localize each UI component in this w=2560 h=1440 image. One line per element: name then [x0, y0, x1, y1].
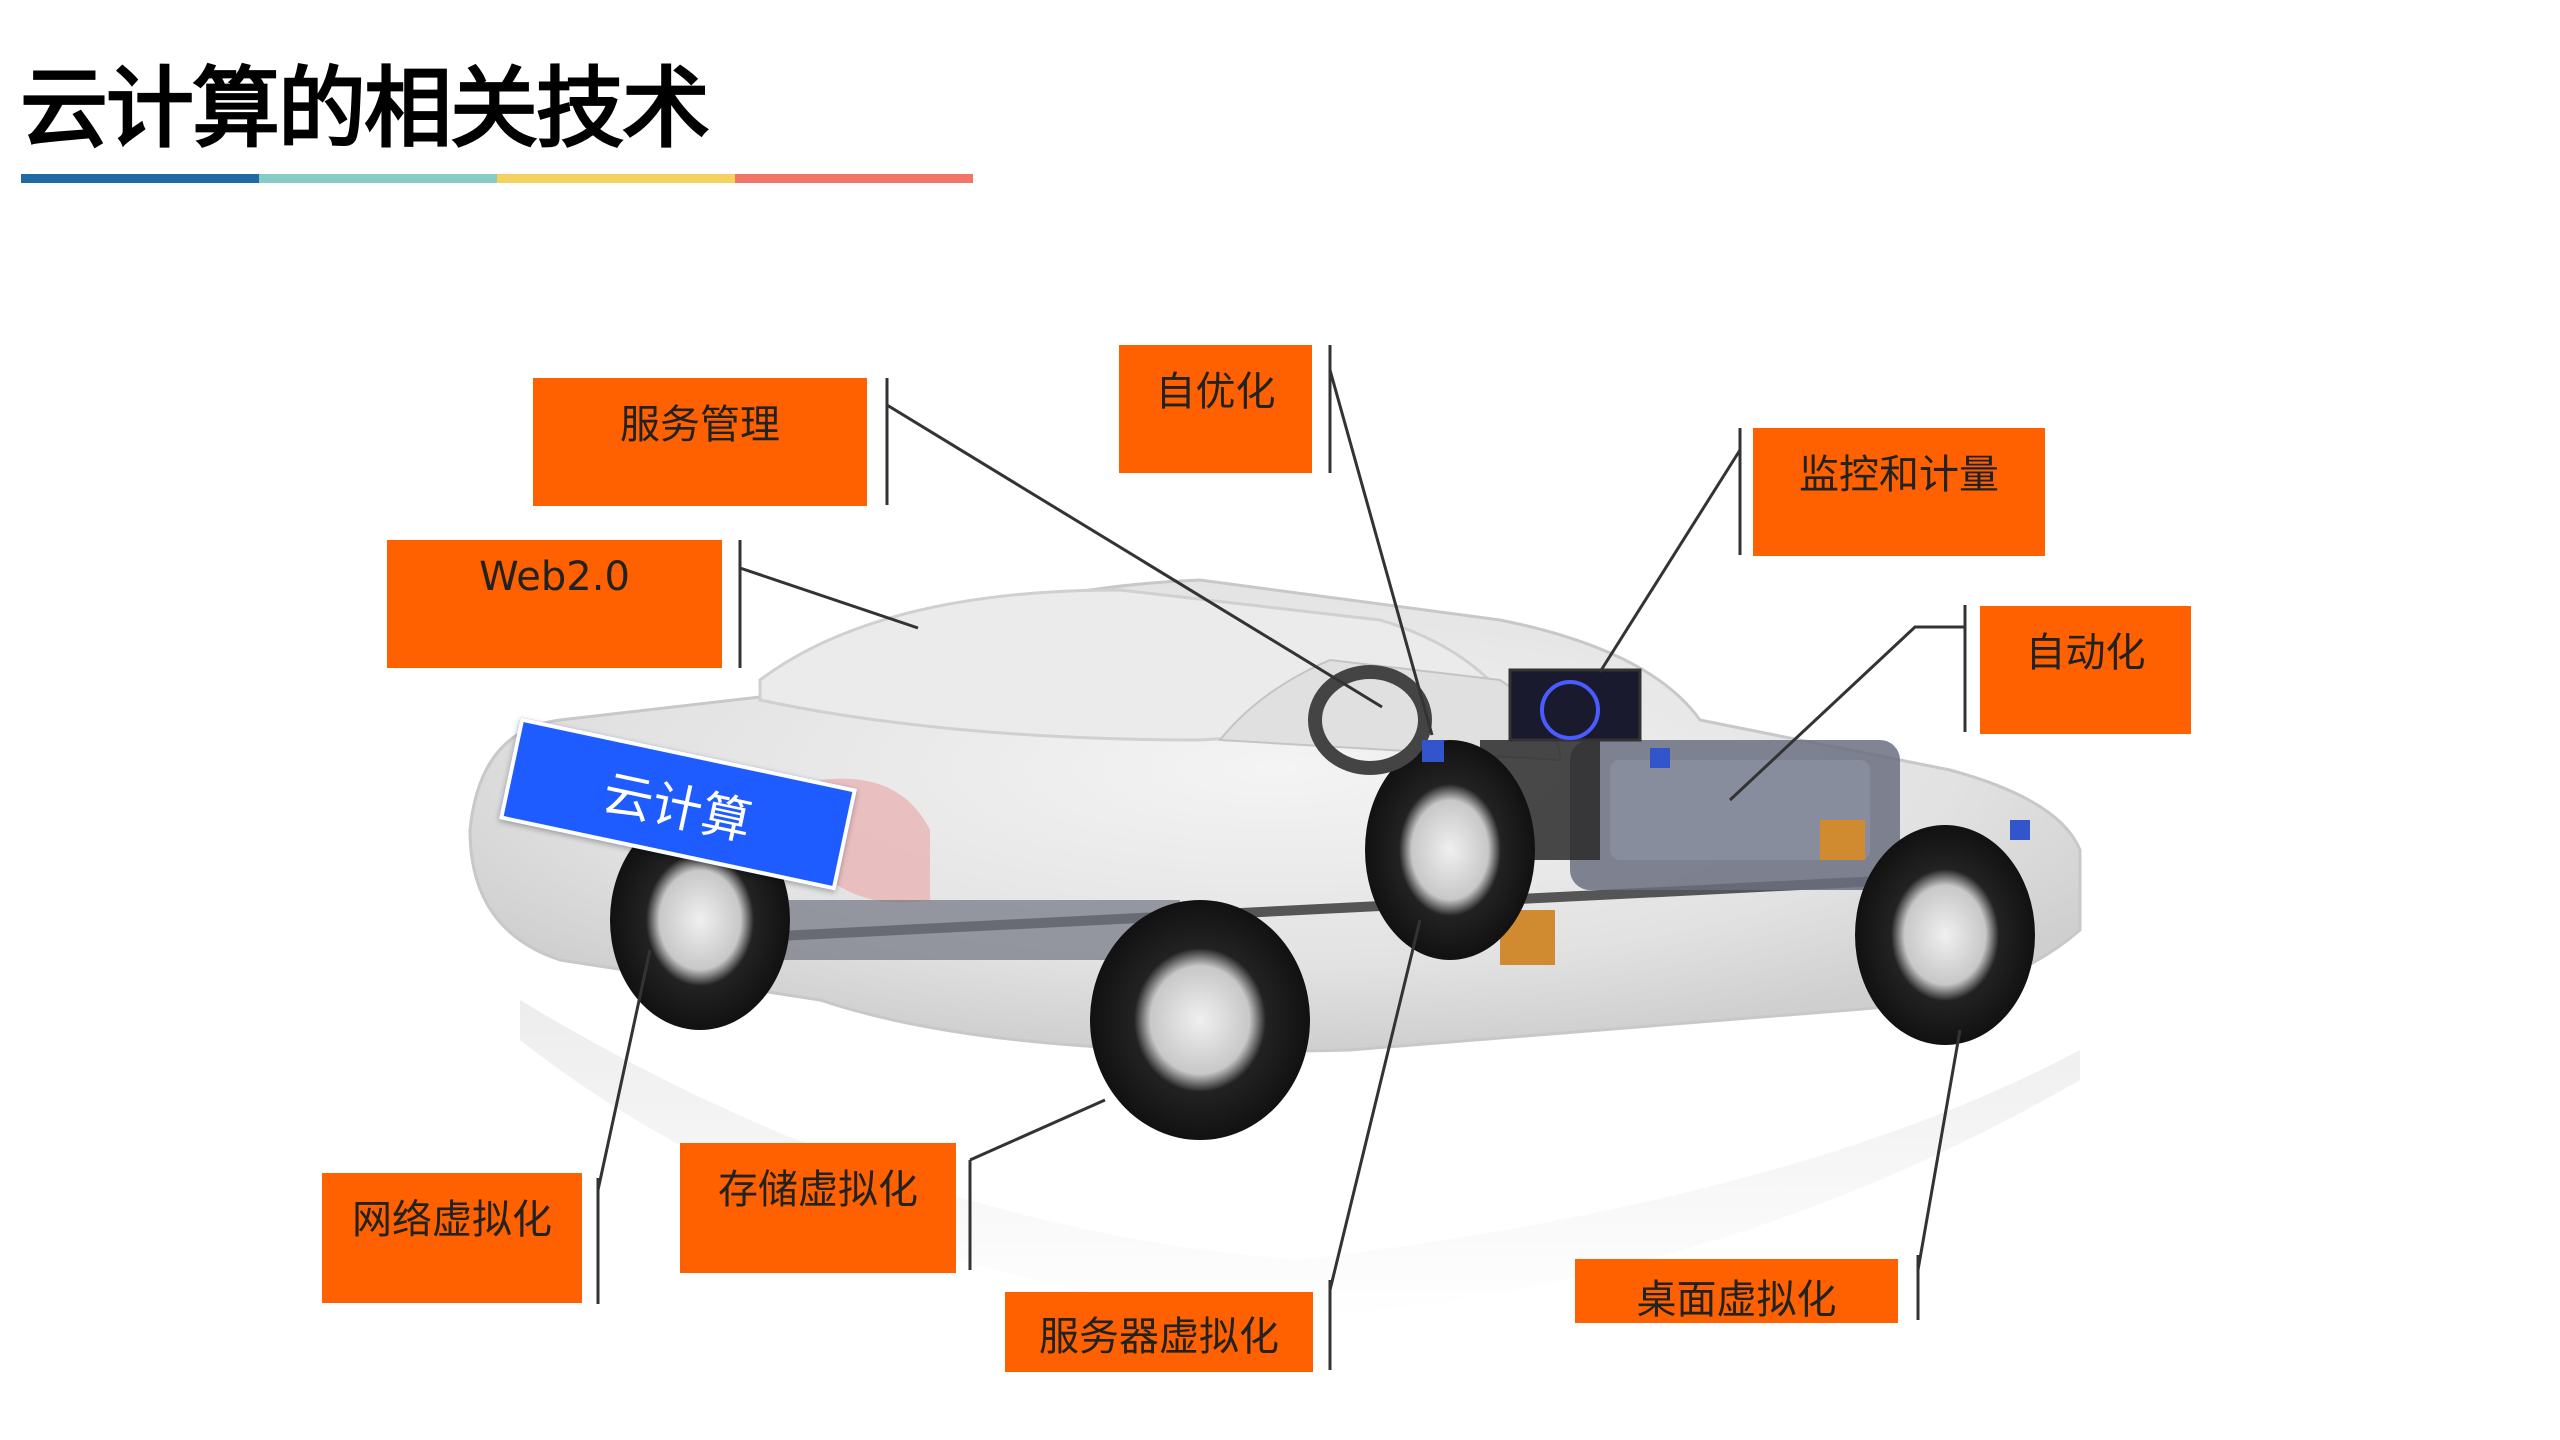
underline-segment-yellow: [497, 174, 735, 183]
label-network-virtualization: 网络虚拟化: [322, 1173, 582, 1303]
underline-segment-teal: [259, 174, 497, 183]
label-monitoring-metering: 监控和计量: [1753, 428, 2045, 556]
underline-segment-blue: [21, 174, 259, 183]
label-self-optimization: 自优化: [1119, 345, 1312, 473]
label-service-management: 服务管理: [533, 378, 867, 506]
slide-title: 云计算的相关技术: [20, 57, 710, 160]
title-underline: [21, 174, 973, 183]
label-web20: Web2.0: [387, 540, 722, 668]
underline-segment-red: [735, 174, 973, 183]
label-storage-virtualization: 存储虚拟化: [680, 1143, 956, 1273]
label-desktop-virtualization: 桌面虚拟化: [1575, 1259, 1898, 1323]
label-server-virtualization: 服务器虚拟化: [1005, 1292, 1313, 1372]
label-automation: 自动化: [1980, 606, 2191, 734]
